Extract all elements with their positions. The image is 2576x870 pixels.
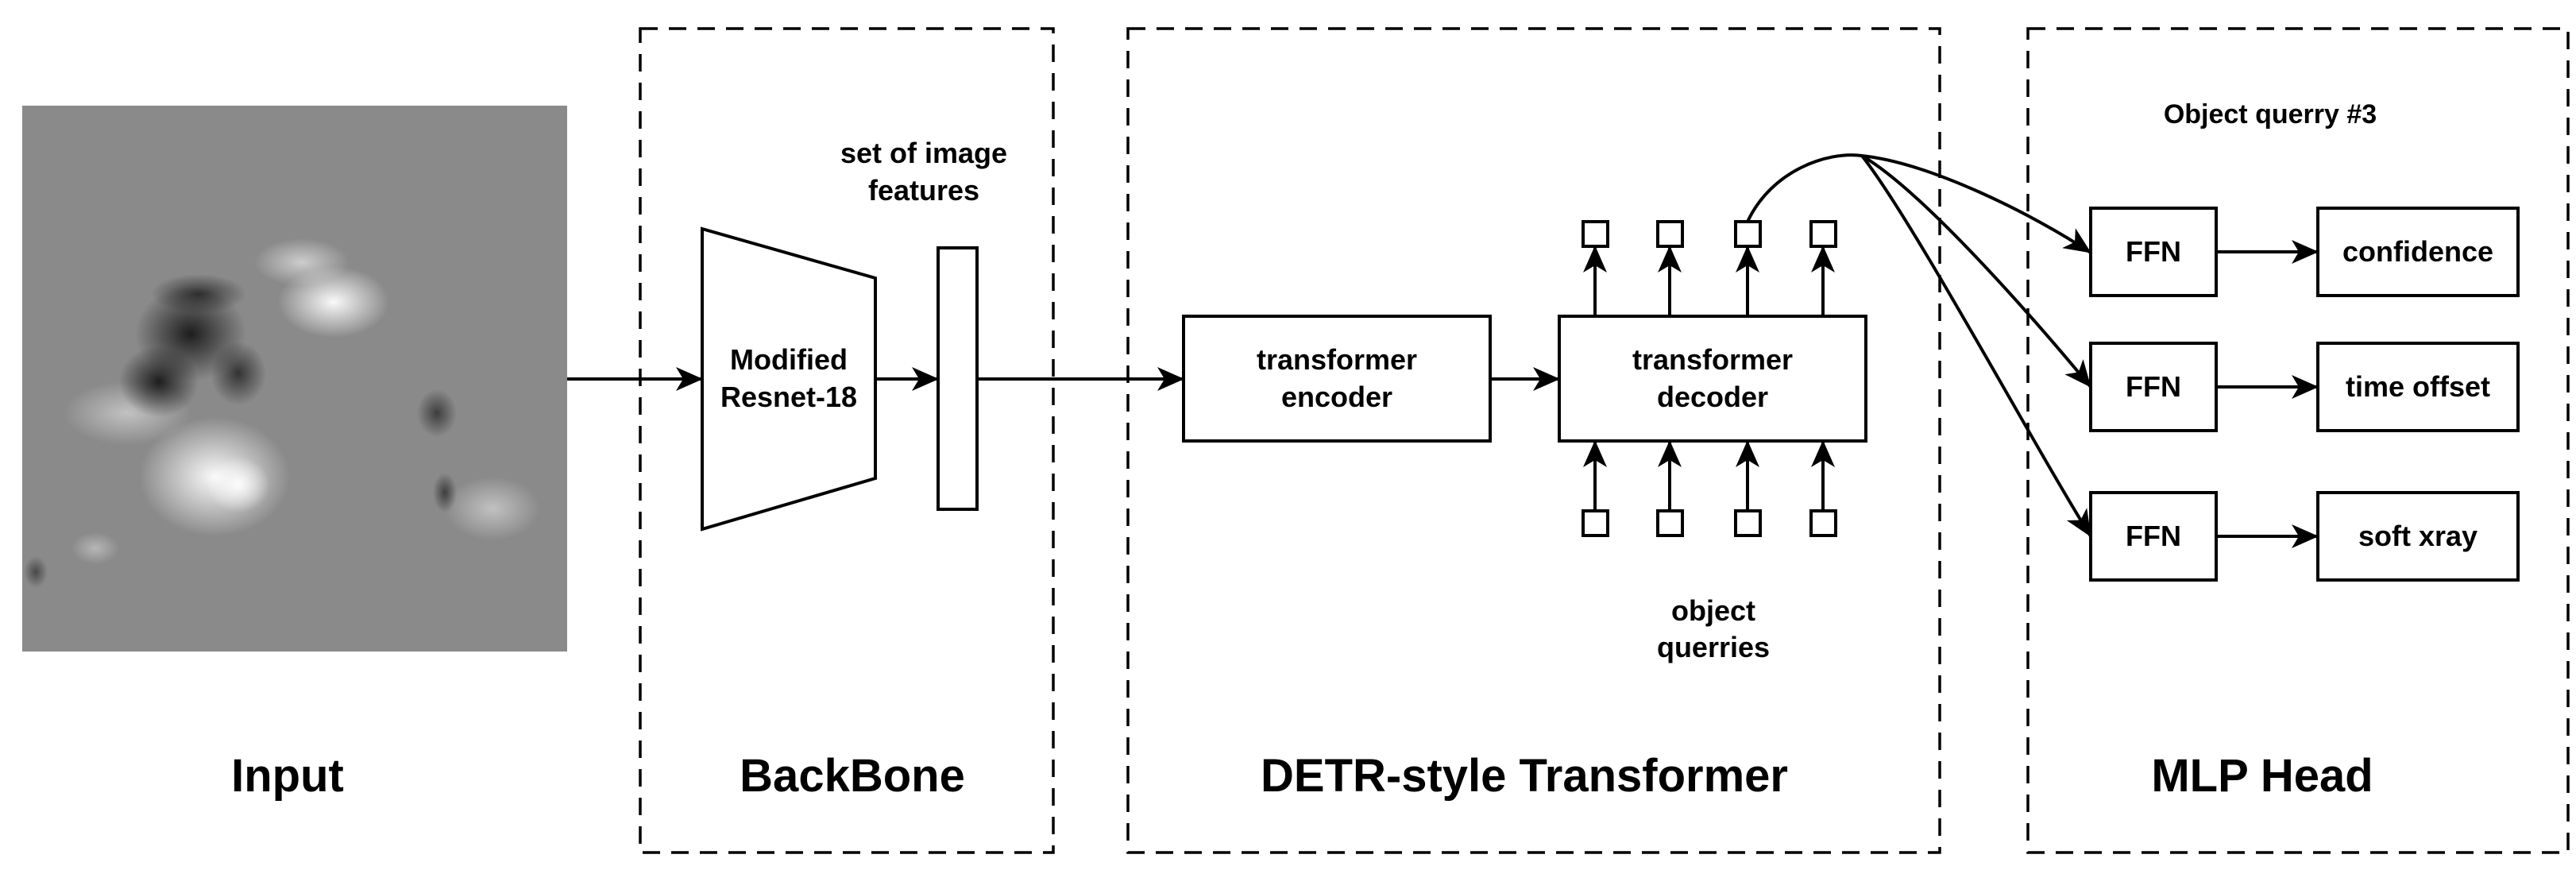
query-square — [1582, 509, 1609, 537]
decoder-label-line1: transformer — [1632, 343, 1793, 376]
resnet-label-line2: Resnet-18 — [720, 381, 857, 413]
input-image-background — [22, 106, 567, 652]
ffn-label-3: FFN — [2126, 520, 2181, 552]
arrow-to-ffn-1 — [1861, 154, 2092, 254]
section-title-head: MLP Head — [2151, 750, 2373, 802]
feature-map-bar — [937, 246, 979, 511]
input-image — [22, 106, 567, 652]
decoder-label-line2: decoder — [1657, 381, 1768, 413]
ffn-box-1 — [2089, 207, 2218, 297]
object-queries — [1582, 440, 1837, 537]
query-square — [1656, 509, 1684, 537]
section-title-input: Input — [231, 750, 344, 802]
section-title-backbone: BackBone — [740, 750, 965, 802]
query-title: Object querry #3 — [2164, 99, 2377, 130]
output-square — [1734, 220, 1762, 248]
output-label-confidence: confidence — [2342, 235, 2493, 268]
query3-connector — [1746, 153, 1863, 222]
query-square — [1734, 509, 1762, 537]
queries-label-line2: querries — [1657, 631, 1770, 663]
output-square — [1582, 220, 1609, 248]
decoder-outputs — [1582, 220, 1837, 316]
resnet-label-line1: Modified — [730, 343, 848, 376]
output-label-soft-xray: soft xray — [2358, 520, 2478, 552]
features-label-line2: features — [868, 174, 979, 207]
ffn-box-2 — [2089, 342, 2218, 432]
arrow-to-ffn-2 — [1860, 154, 2092, 389]
resnet-trapezoid — [701, 226, 877, 532]
backbone-section — [639, 27, 1055, 854]
head-section — [2026, 27, 2570, 854]
encoder-box — [1182, 315, 1492, 443]
features-label-line1: set of image — [840, 137, 1007, 169]
encoder-label-line2: encoder — [1281, 381, 1392, 413]
arrow-to-ffn-3 — [1860, 154, 2092, 538]
output-box-confidence — [2316, 207, 2520, 297]
query-square — [1809, 509, 1837, 537]
output-box-soft-xray — [2316, 491, 2520, 582]
output-box-time-offset — [2316, 342, 2520, 432]
decoder-box — [1558, 315, 1867, 443]
section-title-transformer: DETR-style Transformer — [1261, 750, 1788, 802]
encoder-label-line1: transformer — [1257, 343, 1417, 376]
output-square — [1809, 220, 1837, 248]
queries-label-line1: object — [1671, 594, 1755, 627]
input-image-features — [24, 238, 540, 588]
output-square — [1656, 220, 1684, 248]
ffn-label-1: FFN — [2126, 235, 2181, 268]
output-label-time-offset: time offset — [2346, 370, 2490, 403]
transformer-section — [1126, 27, 1941, 854]
ffn-label-2: FFN — [2126, 370, 2181, 403]
